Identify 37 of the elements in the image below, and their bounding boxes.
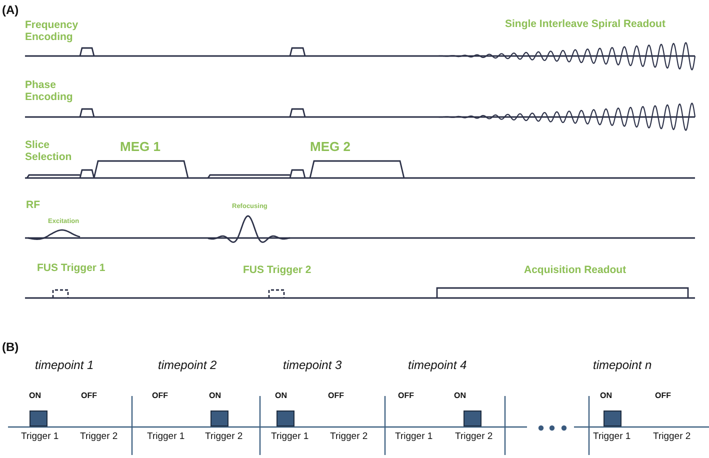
gradient-label: MEG 1 xyxy=(120,140,160,155)
signal-label: Phase Encoding xyxy=(25,79,74,104)
state-label: ON xyxy=(275,391,287,400)
signal-label: FUS Trigger 1 xyxy=(37,262,106,274)
timepoint-label: timepoint 1 xyxy=(35,359,94,373)
panel-label: (A) xyxy=(2,4,19,18)
trigger-label: Trigger 2 xyxy=(330,432,368,443)
state-label: OFF xyxy=(655,391,671,400)
timepoint-label: timepoint 4 xyxy=(408,359,467,373)
trigger-label: Trigger 1 xyxy=(21,432,59,443)
state-label: ON xyxy=(600,391,612,400)
trigger-label: Trigger 1 xyxy=(147,432,185,443)
signal-label: Acquisition Readout xyxy=(524,264,626,276)
state-label: OFF xyxy=(152,391,168,400)
state-label: OFF xyxy=(328,391,344,400)
state-label: ON xyxy=(29,391,41,400)
trigger-label: Trigger 2 xyxy=(653,432,691,443)
trigger-label: Trigger 2 xyxy=(80,432,118,443)
panel-label: (B) xyxy=(2,341,19,355)
timepoint-label: timepoint 3 xyxy=(283,359,342,373)
gradient-label: MEG 2 xyxy=(310,140,350,155)
trigger-label: Trigger 1 xyxy=(395,432,433,443)
trigger-label: Trigger 1 xyxy=(271,432,309,443)
signal-label: RF xyxy=(26,199,40,212)
trigger-label: Trigger 2 xyxy=(205,432,243,443)
signal-label: Single Interleave Spiral Readout xyxy=(505,18,666,30)
signal-label: FUS Trigger 2 xyxy=(243,264,312,276)
state-label: ON xyxy=(454,391,466,400)
state-label: ON xyxy=(209,391,221,400)
state-label: OFF xyxy=(398,391,414,400)
trigger-label: Trigger 1 xyxy=(593,432,631,443)
trigger-label: Trigger 2 xyxy=(455,432,493,443)
timepoint-label: timepoint n xyxy=(593,359,652,373)
state-label: OFF xyxy=(81,391,97,400)
timepoint-label: timepoint 2 xyxy=(158,359,217,373)
signal-label: Frequency Encoding xyxy=(25,19,80,44)
signal-label: Slice Selection xyxy=(25,139,73,164)
